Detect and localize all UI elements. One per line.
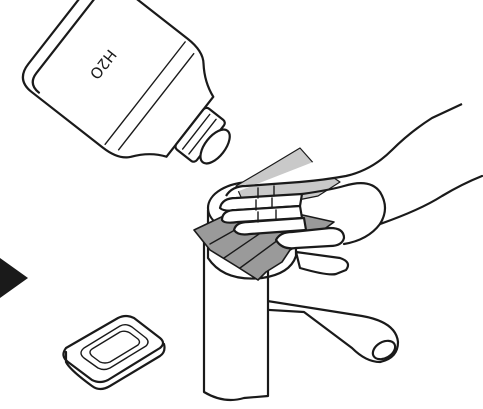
soap-bar-icon [63, 316, 164, 389]
water-bottle-icon: H2O [16, 0, 265, 208]
arrow-icon [0, 258, 28, 298]
